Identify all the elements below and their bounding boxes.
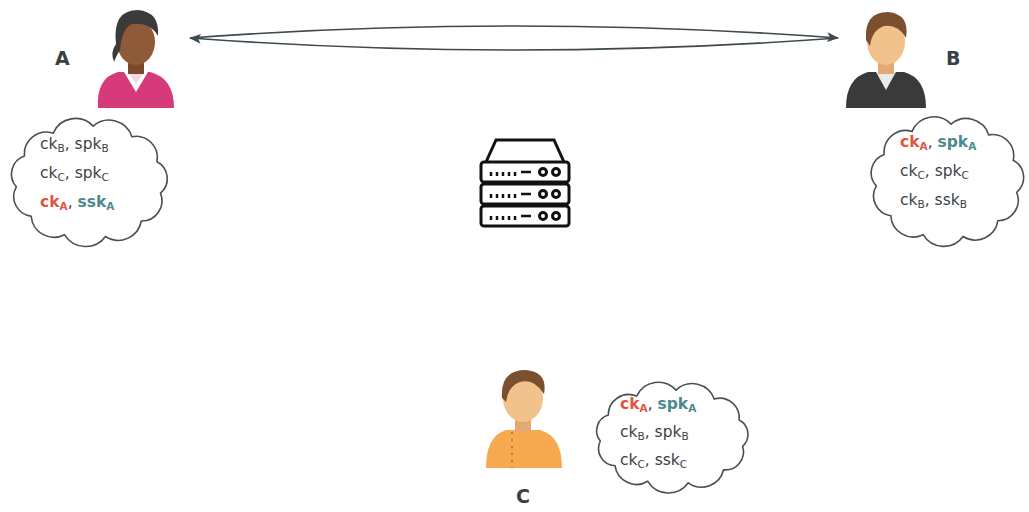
person-icon <box>846 12 926 108</box>
message-arrow <box>190 38 838 50</box>
key-pair: ckC, spkC <box>900 161 969 185</box>
key-pair: ckA, sskA <box>40 192 114 216</box>
person-icon <box>486 370 562 468</box>
key-pair: ckB, spkB <box>620 422 689 446</box>
party-label: B <box>946 47 960 69</box>
message-arrow <box>190 26 838 38</box>
server-icon <box>481 140 569 226</box>
key-pair: ckB, spkB <box>40 134 109 158</box>
key-pair: ckC, spkC <box>40 163 109 187</box>
person-node: C <box>480 365 570 512</box>
key-pair: ckA, spkA <box>900 132 976 156</box>
party-label: A <box>55 47 70 69</box>
key-cloud: ckB, spkB ckC, spkC ckA, sskA <box>8 118 170 246</box>
key-pair: ckC, sskC <box>620 450 687 474</box>
key-pair: ckB, sskB <box>900 190 967 214</box>
party-label: C <box>516 485 530 507</box>
key-pair: ckA, spkA <box>620 394 696 418</box>
key-cloud: ckA, spkA ckC, spkC ckB, sskB <box>868 116 1026 246</box>
key-cloud: ckA, spkA ckB, spkB ckC, sskC <box>592 382 752 492</box>
person-icon <box>98 10 174 108</box>
person-node: B <box>838 5 973 110</box>
person-node: A <box>45 5 190 110</box>
